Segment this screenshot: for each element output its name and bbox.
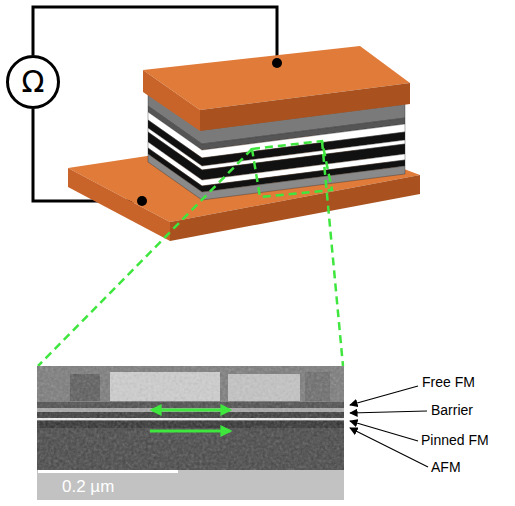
layer-label: Pinned FM (421, 433, 489, 448)
layer-label: Barrier (431, 403, 473, 418)
zoom-box (252, 141, 332, 197)
leader-arrow (350, 411, 427, 413)
contact-dot (272, 58, 282, 68)
meter-circle: Ω (6, 55, 60, 109)
wire (33, 7, 277, 63)
magnetization-arrow (150, 430, 230, 433)
leader-arrow (350, 428, 428, 467)
grain-texture (37, 366, 344, 470)
substrate-band (37, 470, 344, 500)
micrograph (37, 366, 344, 500)
magnetization-arrow (152, 409, 230, 412)
zoom-line (38, 149, 252, 366)
electrode-side-face (68, 168, 170, 241)
circle-outline (8, 57, 59, 108)
scale-label: 0.2 µm (62, 478, 114, 497)
electrode-side-face (143, 70, 200, 131)
scale-bar (38, 470, 178, 473)
zoom-line (322, 141, 343, 366)
stack-layer (148, 154, 405, 200)
leader-arrow (350, 386, 418, 405)
micrograph-background (37, 366, 344, 500)
layer-label: Free FM (422, 375, 475, 390)
contact-dot (137, 196, 147, 206)
electrode-side-face (200, 83, 410, 131)
layer-label: AFM (431, 460, 461, 475)
meter-symbol: Ω (22, 67, 45, 97)
leader-arrow (350, 421, 418, 441)
